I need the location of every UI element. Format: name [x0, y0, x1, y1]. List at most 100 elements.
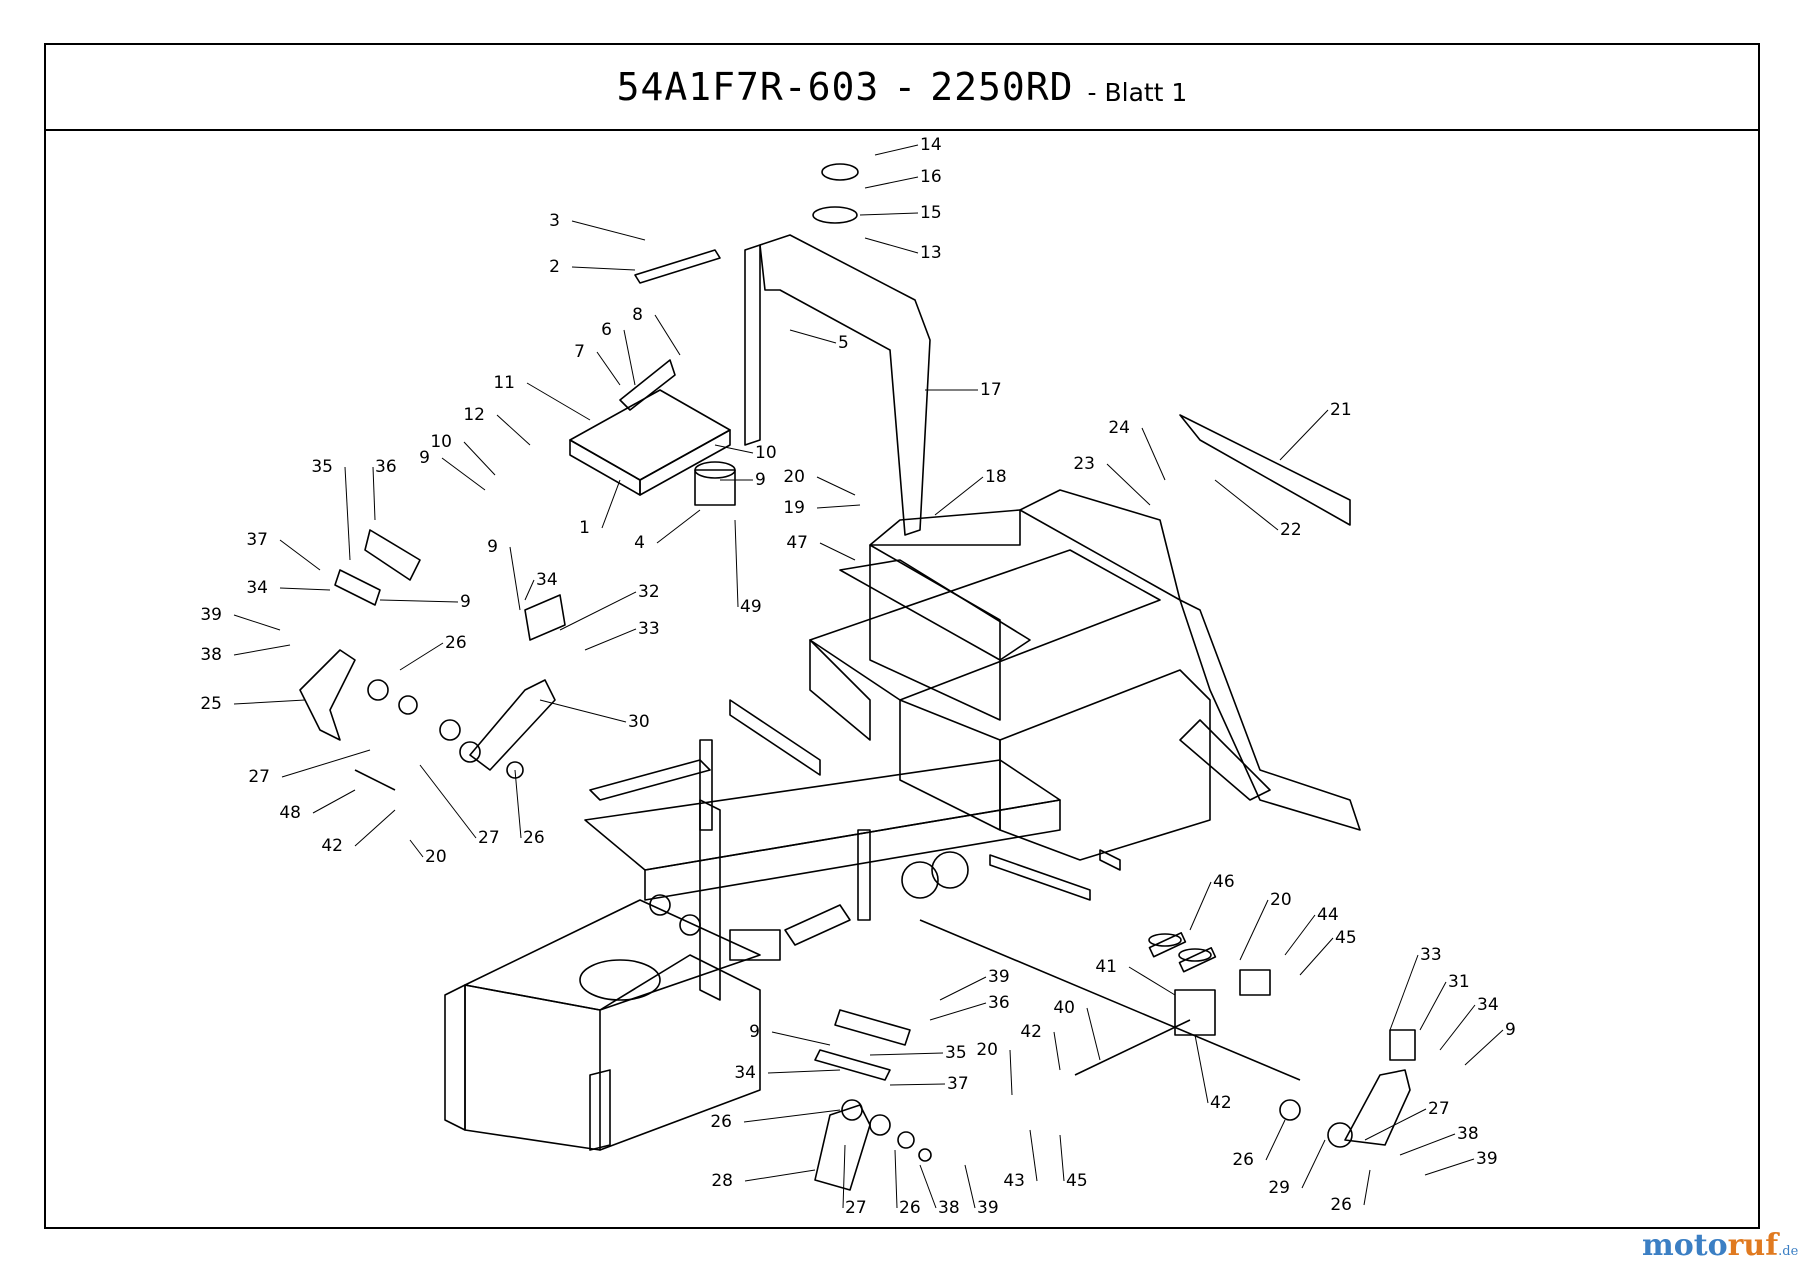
callout-leader — [559, 591, 637, 631]
left-pedal-assembly — [299, 529, 566, 791]
bracket-2 — [634, 249, 721, 284]
callout-number: 32 — [638, 582, 660, 602]
callout-leader — [894, 1149, 898, 1209]
callout-leader — [1086, 1007, 1101, 1061]
variant-code: 2250RD — [930, 65, 1074, 109]
callout-leader — [409, 839, 424, 858]
bottom-pedal-assembly — [814, 919, 1301, 1191]
callout-number: 45 — [1066, 1171, 1088, 1191]
callout-number: 36 — [988, 993, 1010, 1013]
callout-leader — [819, 542, 856, 561]
callout-leader — [1194, 1034, 1209, 1104]
callout-number: 34 — [536, 570, 558, 590]
callout-leader — [441, 457, 486, 491]
callout-leader — [233, 614, 281, 631]
callout-number: 47 — [786, 533, 808, 553]
callout-leader — [1424, 1158, 1475, 1176]
callout-number: 6 — [601, 320, 612, 340]
cover-plate-47 — [839, 559, 1031, 661]
callout-number: 34 — [734, 1063, 756, 1083]
callout-leader — [584, 628, 637, 651]
callout-leader — [279, 587, 331, 591]
callout-leader — [714, 444, 754, 454]
callout-number: 39 — [988, 967, 1010, 987]
callout-number: 20 — [783, 467, 805, 487]
callout-leader — [1279, 409, 1329, 461]
callout-number: 26 — [899, 1198, 921, 1218]
callout-number: 36 — [375, 457, 397, 477]
callout-number: 27 — [248, 767, 270, 787]
callout-number: 37 — [947, 1074, 969, 1094]
callout-number: 26 — [1232, 1150, 1254, 1170]
leader-lines — [233, 144, 1504, 1209]
callout-number: 1 — [579, 518, 590, 538]
callout-number: 18 — [985, 467, 1007, 487]
callout-number: 46 — [1213, 872, 1235, 892]
callout-leader — [934, 476, 984, 516]
callout-number: 20 — [425, 847, 447, 867]
callout-number: 39 — [977, 1198, 999, 1218]
callout-number: 22 — [1280, 520, 1302, 540]
callout-number: 26 — [445, 633, 467, 653]
callout-leader — [1363, 1169, 1371, 1206]
callout-leader — [1189, 881, 1212, 931]
callout-leader — [233, 699, 306, 705]
brand-suffix: .de — [1778, 1244, 1799, 1259]
callout-leader — [919, 1164, 937, 1209]
callout-number: 42 — [1020, 1022, 1042, 1042]
callout-number: 33 — [638, 619, 660, 639]
callout-number: 20 — [976, 1040, 998, 1060]
callout-leader — [864, 237, 919, 254]
callout-number: 39 — [200, 605, 222, 625]
callout-number: 29 — [1268, 1178, 1290, 1198]
callout-leader — [1053, 1031, 1061, 1071]
callout-number: 9 — [460, 592, 471, 612]
brand-part-1: moto — [1642, 1228, 1728, 1263]
callout-leader — [889, 1083, 946, 1086]
callout-number: 43 — [1003, 1171, 1025, 1191]
callout-leader — [869, 1052, 944, 1056]
callout-leader — [654, 314, 681, 356]
callout-leader — [509, 546, 521, 611]
callout-leader — [1029, 1129, 1038, 1182]
callout-number: 44 — [1317, 905, 1339, 925]
callout-number: 49 — [740, 597, 762, 617]
callout-number: 16 — [920, 167, 942, 187]
callout-number: 9 — [419, 448, 430, 468]
callout-leader — [929, 1002, 987, 1021]
callout-number: 38 — [200, 645, 222, 665]
callout-leader — [1399, 1133, 1456, 1156]
callout-leader — [354, 809, 396, 847]
callout-leader — [539, 699, 627, 723]
callout-number: 34 — [1477, 995, 1499, 1015]
callout-leader — [864, 176, 919, 189]
callout-number: 9 — [1505, 1020, 1516, 1040]
callout-leader — [379, 599, 459, 603]
callout-number: 23 — [1073, 454, 1095, 474]
callout-number: 7 — [574, 342, 585, 362]
brand-part-2: ruf — [1727, 1228, 1779, 1263]
callout-number: 9 — [749, 1022, 760, 1042]
parts-drawing — [299, 163, 1416, 1191]
callout-leader — [233, 644, 291, 656]
brand-logo: motoruf.de — [1642, 1228, 1798, 1263]
callout-number: 11 — [493, 373, 515, 393]
title-separator: - — [893, 65, 917, 109]
callout-leader — [816, 476, 856, 496]
callout-number: 14 — [920, 135, 942, 155]
callout-leader — [1301, 1139, 1326, 1189]
callout-number: 21 — [1330, 400, 1352, 420]
callout-leader — [1128, 966, 1176, 996]
model-number: 54A1F7R-603 — [616, 65, 880, 109]
springs-46 — [1148, 932, 1217, 973]
callout-leader — [524, 579, 535, 601]
callout-leader — [1389, 954, 1419, 1031]
callout-leader — [344, 466, 351, 561]
callout-leader — [842, 1144, 846, 1209]
callout-number: 48 — [279, 803, 301, 823]
drawing-frame: 54A1F7R-603 - 2250RD - Blatt 1 — [44, 43, 1760, 1229]
callout-leader — [771, 1031, 831, 1046]
callout-leader — [1464, 1029, 1504, 1066]
callout-leader — [571, 266, 636, 271]
